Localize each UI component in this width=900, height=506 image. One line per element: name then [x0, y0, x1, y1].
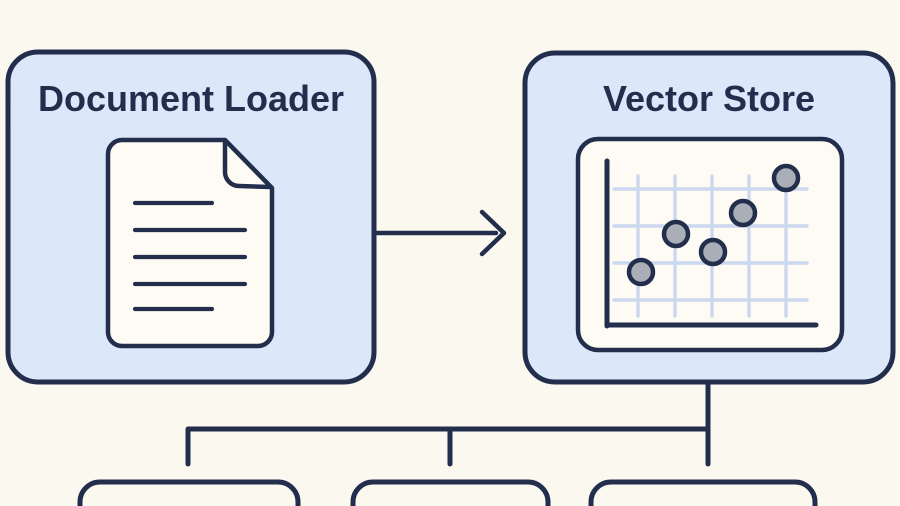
document-loader-node: Document Loader: [5, 49, 377, 385]
bottom-nodes: [77, 479, 818, 506]
scatter-dot: [771, 163, 801, 193]
bottom-node-3: [588, 479, 818, 506]
connector-tree: [185, 379, 711, 467]
arrow-head: [479, 209, 507, 257]
vector-store-node: Vector Store: [522, 50, 896, 385]
bottom-node-2: [350, 479, 551, 506]
document-icon: [105, 137, 275, 349]
document-page: [105, 137, 275, 349]
scatter-dot: [661, 219, 691, 249]
scatter-dot: [626, 257, 656, 287]
document-fold: [222, 138, 273, 190]
connector-branch-bar: [185, 426, 711, 467]
document-loader-label: Document Loader: [38, 78, 344, 119]
flow-arrow: [373, 209, 507, 257]
scatter-dots: [626, 163, 801, 287]
bottom-node-1: [77, 479, 301, 506]
scatter-plot-icon: [575, 136, 845, 353]
vector-store-label: Vector Store: [603, 78, 815, 119]
scatter-dot: [698, 237, 728, 267]
document-text-lines: [132, 200, 248, 312]
scatter-dot: [728, 198, 758, 228]
